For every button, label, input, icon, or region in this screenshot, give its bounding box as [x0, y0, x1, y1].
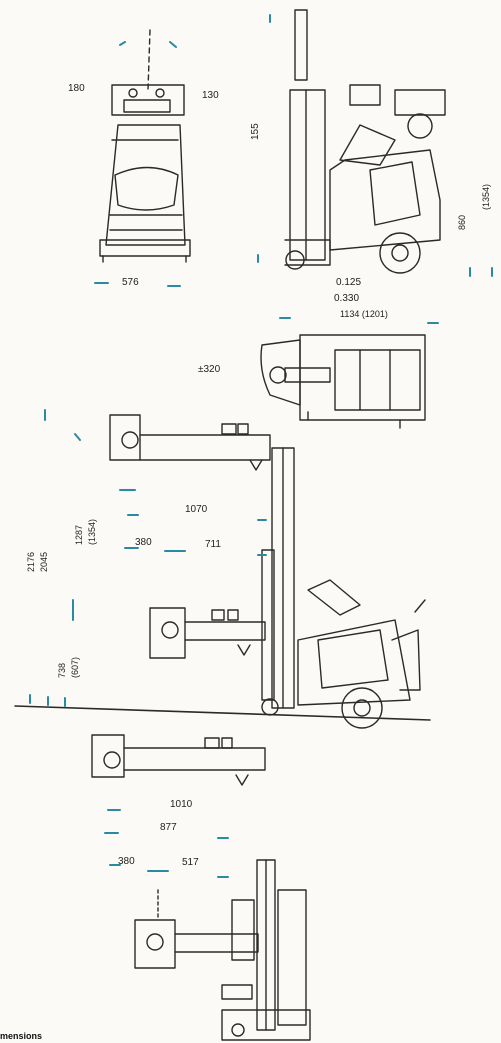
reach-dim-380: 380: [135, 537, 152, 548]
reach-dim-607: (607): [70, 656, 80, 678]
reach-view: [14, 409, 431, 729]
side-dim-a: 0.125: [336, 277, 362, 288]
side-dim-r2: 860: [457, 214, 467, 230]
reach-dim-738: 738: [57, 662, 67, 678]
lower-dim-top: 1010: [170, 799, 193, 810]
lower-dim-877: 877: [160, 822, 177, 833]
side-dim-r1: (1354): [481, 183, 491, 210]
side-dim-b: 0.330: [334, 293, 360, 304]
reach-dim-711: 711: [205, 539, 221, 550]
reach-dim-1070: 1070: [185, 504, 208, 515]
top-dim-width: ±320: [198, 364, 221, 375]
reach-dim-2045: 2045: [39, 551, 49, 572]
front-dim-left: 180: [68, 83, 85, 94]
reach-dim-1287: 1287: [74, 524, 84, 545]
top-view: [260, 334, 426, 429]
front-dim-right: 130: [202, 90, 219, 101]
side-view: [257, 9, 493, 324]
side-dim-length: 1134 (1201): [340, 309, 388, 319]
reach-dim-1354: (1354): [87, 518, 97, 545]
front-view: [94, 29, 191, 287]
side-dim-height: 155: [250, 123, 261, 140]
front-dim-width: 576: [122, 277, 139, 288]
reach-dim-2176: 2176: [26, 551, 36, 572]
lower-dim-380: 380: [118, 856, 135, 867]
lower-view: [91, 734, 311, 1041]
caption-text: mensions: [0, 1031, 43, 1041]
lower-dim-517: 517: [182, 857, 199, 868]
